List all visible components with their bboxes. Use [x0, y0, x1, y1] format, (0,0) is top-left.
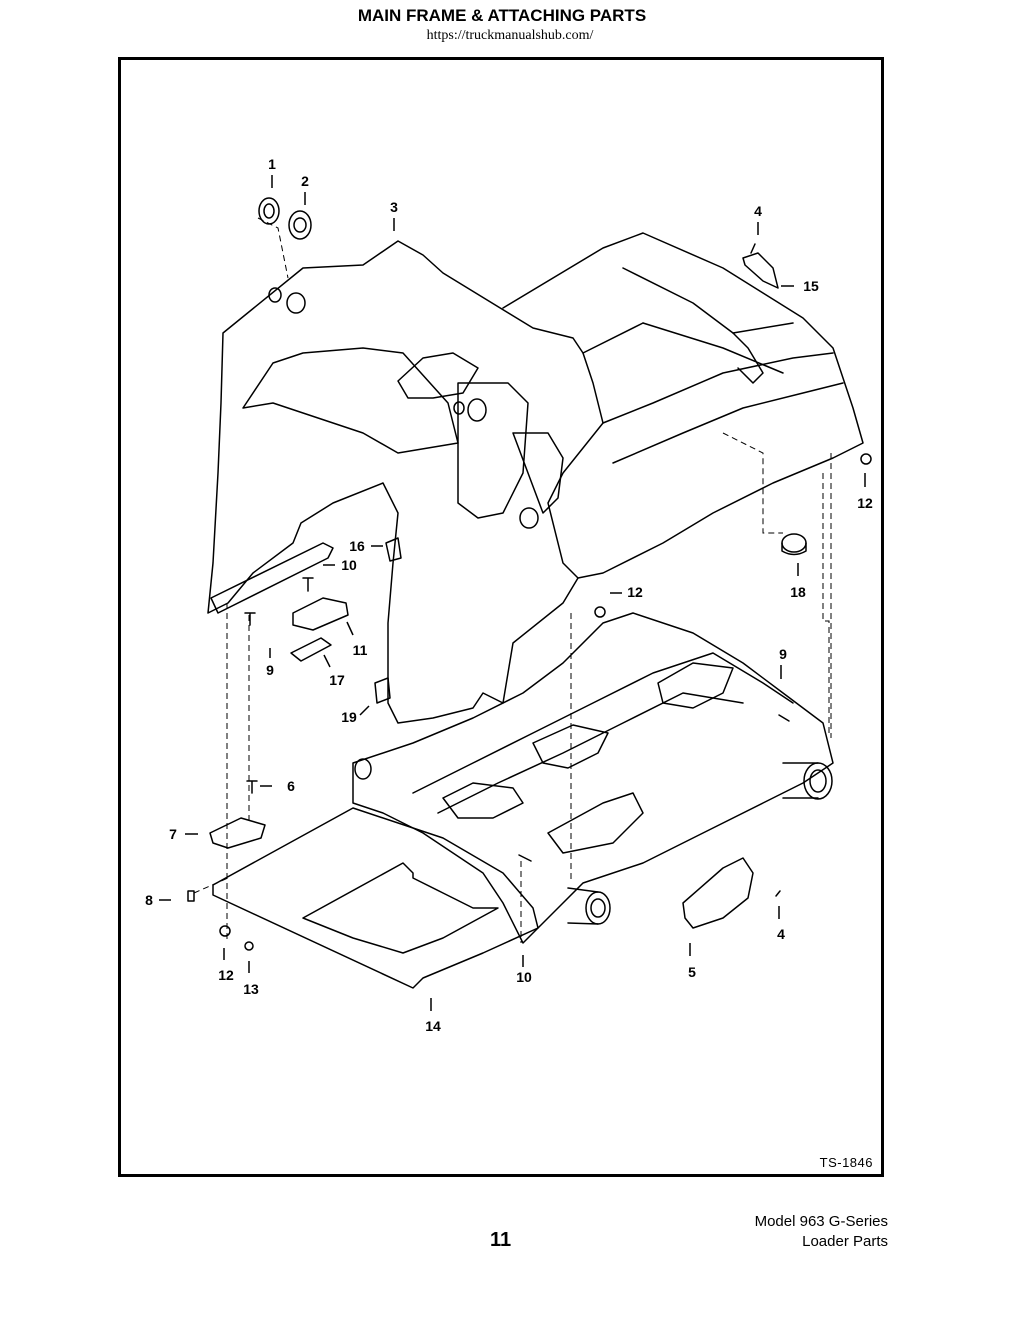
callout-label: 10 [341, 557, 357, 573]
lower-chassis-outline [352, 612, 834, 944]
callout-label: 15 [803, 278, 819, 294]
callout-label: 16 [349, 538, 365, 554]
callout-label: 9 [779, 646, 787, 662]
main-frame-exploded-view: 1 2 3 4 15 12 18 16 10 12 9 11 17 9 19 6… [145, 156, 873, 1034]
callout-label: 6 [287, 778, 295, 794]
doc-line: Loader Parts [802, 1233, 888, 1250]
rear-frame-outline [502, 232, 864, 579]
diagram-frame: 1 2 3 4 15 12 18 16 10 12 9 11 17 9 19 6… [118, 57, 884, 1177]
callout-label: 5 [688, 964, 696, 980]
callout-label: 12 [627, 584, 643, 600]
callout-label: 12 [218, 967, 234, 983]
callout-label: 1 [268, 156, 276, 172]
callout-label: 2 [301, 173, 309, 189]
belly-pan-outline [212, 807, 539, 989]
page-number: 11 [490, 1229, 512, 1251]
callout-label: 11 [353, 642, 368, 658]
callout-label: 17 [329, 672, 345, 688]
callout-label: 10 [516, 969, 532, 985]
source-url: https://truckmanualshub.com/ [426, 28, 594, 43]
drawing-id: TS-1846 [819, 1155, 873, 1170]
callout-label: 19 [341, 709, 357, 725]
page-title: MAIN FRAME & ATTACHING PARTS [357, 6, 647, 25]
callout-label: 12 [857, 495, 873, 511]
footer-model-info: Model 963 G-Series Loader Parts [755, 1212, 888, 1252]
main-frame-outline [207, 240, 604, 724]
callout-label: 4 [777, 926, 785, 942]
callout-label: 3 [390, 199, 398, 215]
callout-label: 7 [169, 826, 177, 842]
callout-label: 4 [754, 203, 762, 219]
callout-label: 13 [243, 981, 259, 997]
model-line: Model 963 G-Series [754, 1213, 888, 1230]
callout-label: 8 [145, 892, 153, 908]
callout-label: 18 [790, 584, 806, 600]
callout-label: 9 [266, 662, 274, 678]
callout-label: 14 [425, 1018, 441, 1034]
